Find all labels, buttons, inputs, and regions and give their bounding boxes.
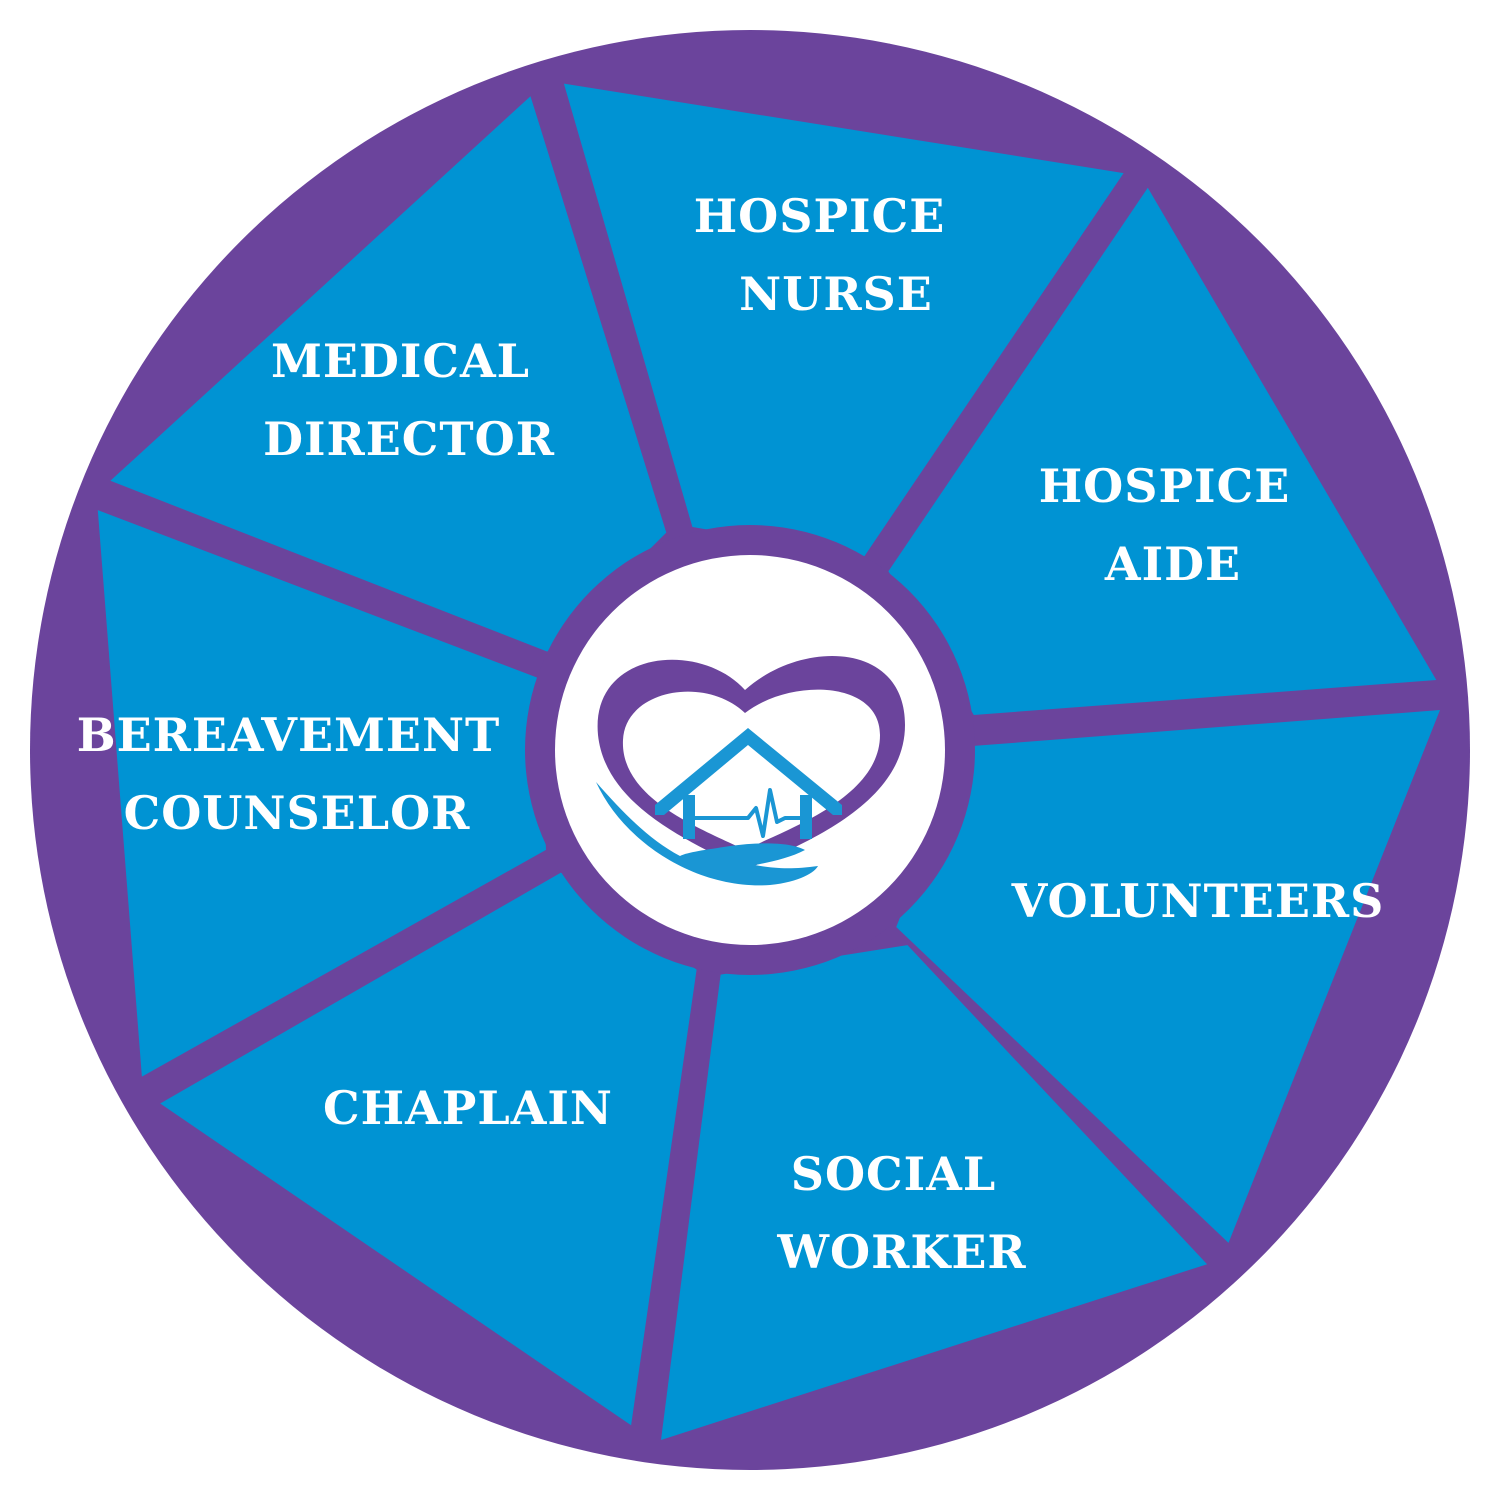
house-wall-right	[800, 795, 812, 839]
segment-chaplain: CHAPLAIN	[160, 872, 697, 1426]
heart-icon	[597, 656, 905, 870]
house-icon	[655, 728, 842, 815]
segment-label-line1: CHAPLAIN	[323, 1081, 613, 1135]
segment-label-line2: DIRECTOR	[263, 412, 555, 466]
segment-shape	[110, 96, 667, 652]
segment-label: SOCIAL WORKER	[776, 1147, 1026, 1279]
segment-label: BEREAVEMENT COUNSELOR	[77, 708, 518, 840]
segment-label-line2: AIDE	[1104, 537, 1241, 591]
segment-bereavement-counselor: BEREAVEMENT COUNSELOR	[77, 510, 547, 1077]
segment-label-line1: MEDICAL	[271, 334, 530, 388]
segment-volunteers: VOLUNTEERS	[896, 710, 1440, 1243]
heart-house-hand-logo	[596, 656, 905, 886]
house-wall-left	[683, 795, 695, 839]
segment-label: HOSPICE NURSE	[694, 189, 963, 321]
segment-label-line2: COUNSELOR	[124, 786, 471, 840]
segment-label-line1: BEREAVEMENT	[77, 708, 501, 762]
segment-hospice-nurse: HOSPICE NURSE	[563, 83, 1124, 557]
segment-shape	[97, 510, 547, 1077]
segment-label-line1: HOSPICE	[1039, 459, 1291, 513]
segment-shape	[661, 945, 1208, 1440]
heartbeat-icon	[695, 788, 800, 838]
segment-shape	[563, 83, 1124, 557]
segment-label-line1: VOLUNTEERS	[1011, 874, 1385, 928]
segment-label: CHAPLAIN	[323, 1081, 613, 1135]
segment-label-line1: SOCIAL	[791, 1147, 996, 1201]
segment-label: MEDICAL DIRECTOR	[263, 334, 555, 466]
segment-hospice-aide: HOSPICE AIDE	[888, 187, 1437, 716]
hand-icon	[596, 782, 818, 886]
segment-shape	[896, 710, 1440, 1243]
segment-shape	[160, 872, 697, 1426]
segment-label: HOSPICE AIDE	[1039, 459, 1308, 591]
segment-label-line2: WORKER	[776, 1225, 1026, 1279]
segment-medical-director: MEDICAL DIRECTOR	[110, 96, 667, 652]
segment-label-line2: NURSE	[739, 267, 933, 321]
segment-social-worker: SOCIAL WORKER	[661, 945, 1208, 1440]
segment-label: VOLUNTEERS	[1011, 874, 1385, 928]
segment-shape	[888, 187, 1437, 716]
segment-label-line1: HOSPICE	[694, 189, 946, 243]
